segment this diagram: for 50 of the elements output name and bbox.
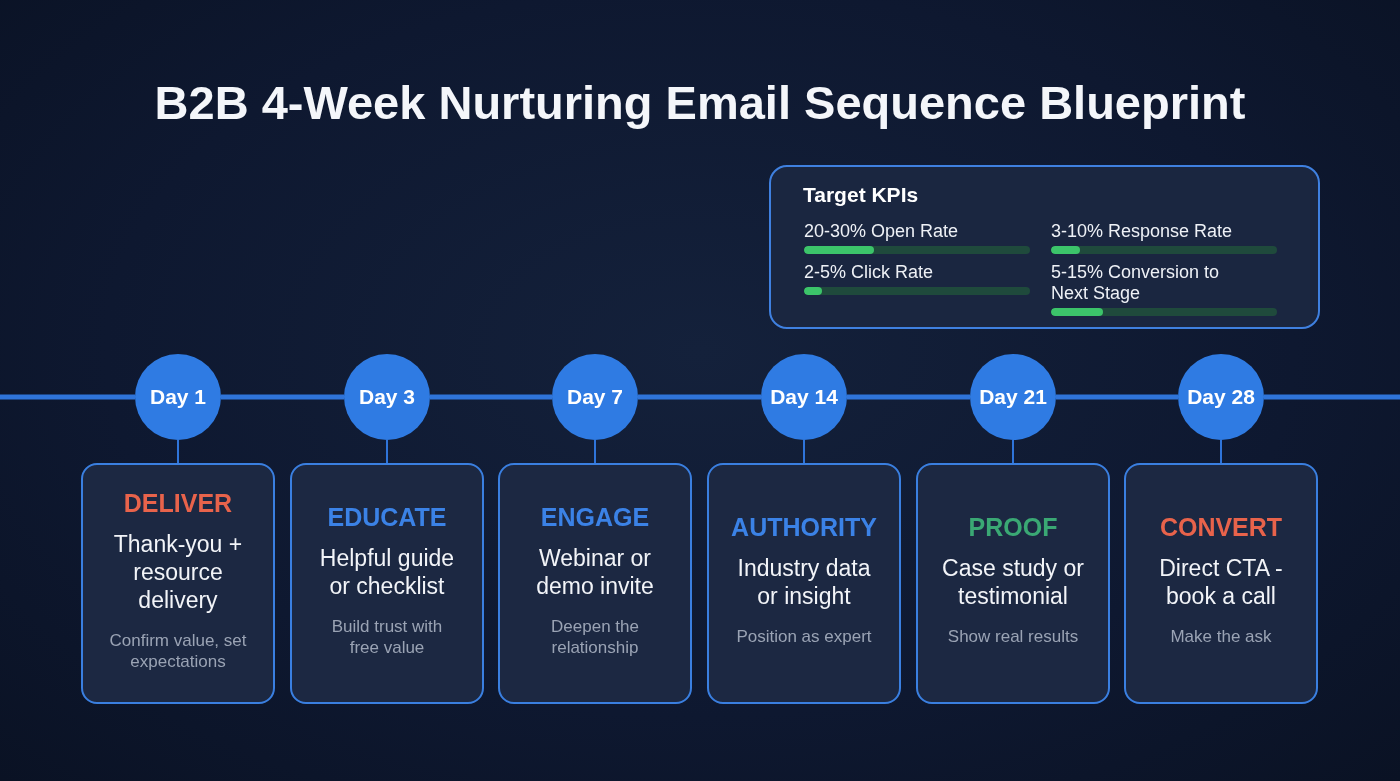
email-description: Helpful guide or checklist <box>318 543 456 600</box>
kpi-label: 5-15% Conversion to Next Stage <box>1051 262 1221 304</box>
goal-text: Make the ask <box>1170 626 1272 647</box>
stage-heading: CONVERT <box>1159 512 1283 542</box>
day-marker: Day 1 <box>135 354 221 440</box>
timeline-line <box>847 394 970 400</box>
connector-line <box>386 439 388 464</box>
email-description: Thank-you + resource delivery <box>112 529 244 614</box>
panel-heading: Target KPIs <box>803 183 919 207</box>
goal-text: Position as expert <box>736 626 872 647</box>
day-marker: Day 3 <box>344 354 430 440</box>
connector-line <box>1012 439 1014 464</box>
stage-card <box>1124 463 1318 704</box>
stage-heading: AUTHORITY <box>731 512 877 542</box>
kpi-panel <box>769 165 1320 329</box>
kpi-label: 20-30% Open Rate <box>804 221 959 242</box>
day-marker: Day 7 <box>552 354 638 440</box>
timeline-line <box>1056 394 1178 400</box>
kpi-label: 2-5% Click Rate <box>804 262 934 283</box>
stage-heading: DELIVER <box>123 487 233 518</box>
day-marker: Day 28 <box>1178 354 1264 440</box>
stage-card <box>498 463 692 704</box>
email-description: Case study or testimonial <box>941 554 1085 610</box>
email-description: Webinar or demo invite <box>535 543 655 600</box>
timeline-line <box>1264 394 1400 400</box>
connector-line <box>594 439 596 464</box>
stage-card <box>916 463 1110 704</box>
email-description: Industry data or insight <box>736 554 872 610</box>
stage-card <box>290 463 484 704</box>
connector-line <box>177 439 179 464</box>
goal-text: Confirm value, set expectations <box>108 629 248 672</box>
timeline-line <box>430 394 552 400</box>
goal-text: Deepen the relationship <box>550 615 640 658</box>
connector-line <box>803 439 805 464</box>
stage-heading: PROOF <box>968 512 1058 542</box>
stage-card <box>81 463 275 704</box>
day-marker: Day 21 <box>970 354 1056 440</box>
timeline-line <box>221 394 344 400</box>
timeline-line <box>0 394 135 400</box>
connector-line <box>1220 439 1222 464</box>
email-description: Direct CTA - book a call <box>1158 554 1284 610</box>
goal-text: Build trust with free value <box>330 615 444 658</box>
timeline-line <box>638 394 761 400</box>
stage-card <box>707 463 901 704</box>
day-marker: Day 14 <box>761 354 847 440</box>
goal-text: Show real results <box>947 626 1079 647</box>
stage-heading: ENGAGE <box>540 501 650 532</box>
kpi-label: 3-10% Response Rate <box>1051 221 1233 242</box>
stage-heading: EDUCATE <box>327 501 447 532</box>
diagram-title: B2B 4-Week Nurturing Email Sequence Blueprint <box>154 75 1246 131</box>
